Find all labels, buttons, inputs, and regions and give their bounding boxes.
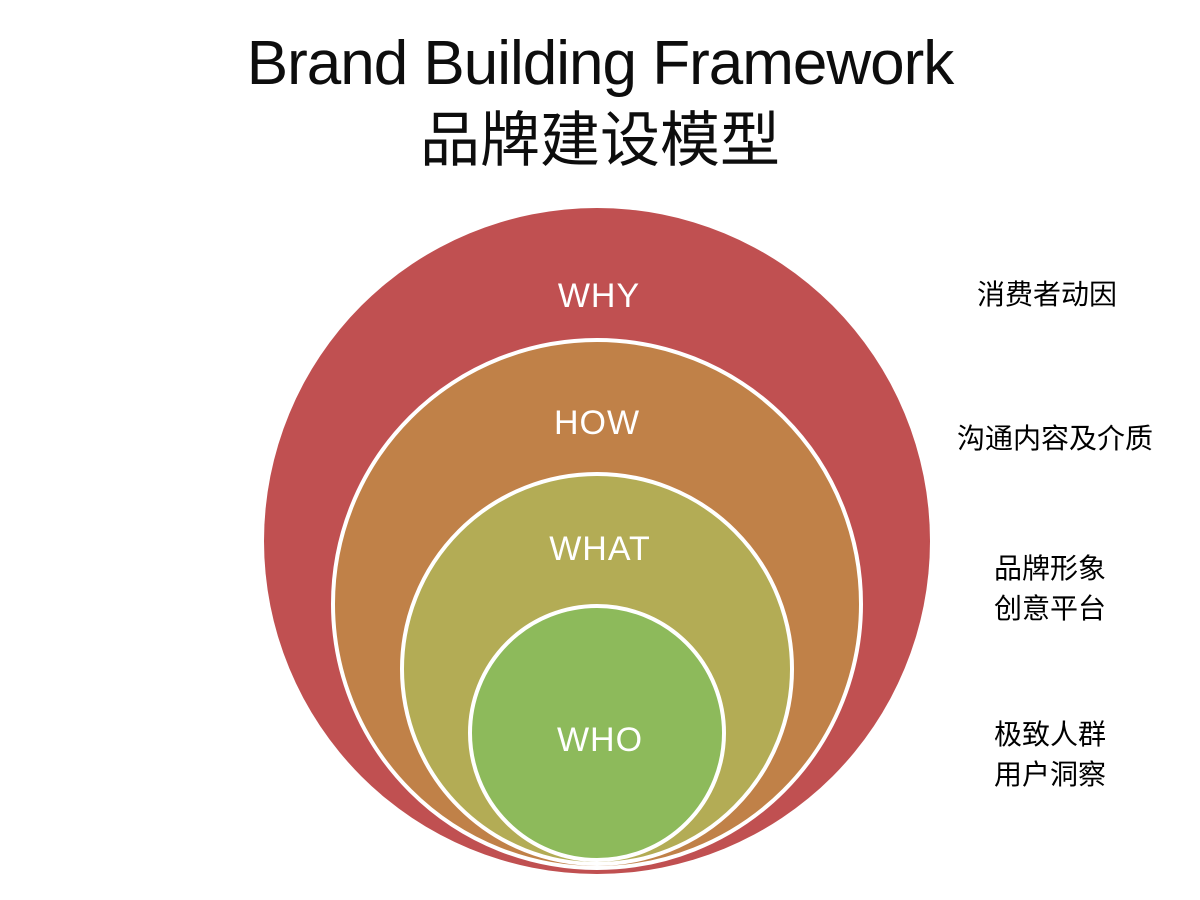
annotation-who-line-2: 用户洞察: [993, 760, 1107, 791]
annotation-what-line-1: 品牌形象: [993, 554, 1107, 585]
circle-label-what: WHAT: [549, 530, 651, 568]
annotation-why-line: 消费者动因: [976, 280, 1118, 311]
annotation-what-line-2: 创意平台: [993, 594, 1107, 625]
annotation-why: 消费者动因: [977, 276, 1117, 316]
circle-who: [468, 604, 726, 862]
title-block: Brand Building Framework 品牌建设模型: [0, 28, 1200, 182]
circle-label-how: HOW: [554, 404, 640, 442]
annotation-who: 极致人群 用户洞察: [994, 716, 1106, 796]
annotation-what: 品牌形象 创意平台: [994, 550, 1106, 630]
annotation-who-line-1: 极致人群: [993, 720, 1107, 751]
slide-title-chinese: 品牌建设模型: [420, 108, 780, 174]
circle-label-who: WHO: [557, 721, 643, 759]
annotation-how: 沟通内容及介质: [957, 420, 1153, 460]
annotation-how-line: 沟通内容及介质: [956, 424, 1154, 455]
circle-label-why: WHY: [558, 277, 640, 315]
slide-title-english: Brand Building Framework: [246, 29, 955, 98]
